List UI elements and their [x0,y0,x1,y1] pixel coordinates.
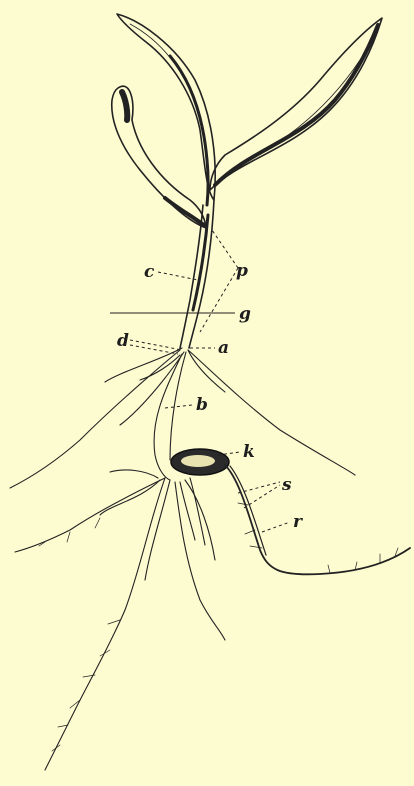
label-g: g [239,304,251,324]
seed [171,449,229,475]
label-p: p [236,261,248,281]
label-a: a [218,338,229,358]
label-s: s [281,475,292,495]
label-r: r [293,512,303,532]
leaves [112,14,382,228]
lower-roots [15,465,410,770]
label-k: k [243,442,255,462]
label-c: c [144,262,155,282]
label-d: d [117,331,129,351]
leaf-center [117,14,215,200]
label-b: b [196,395,208,415]
leaf-right [210,18,382,190]
